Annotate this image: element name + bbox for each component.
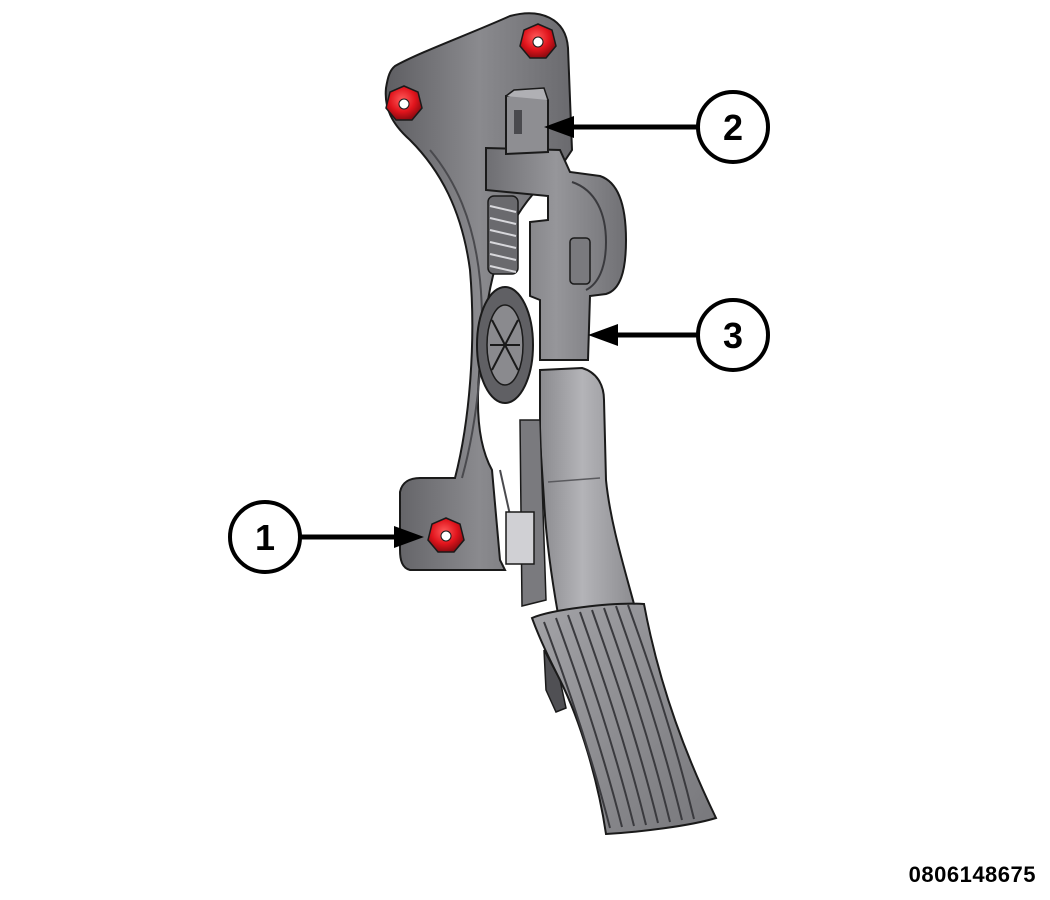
figure-number: 0806148675 [908, 862, 1036, 887]
callout-1-label: 1 [255, 517, 275, 558]
callout-1: 1 [228, 500, 424, 574]
callout-3-label: 3 [723, 315, 743, 356]
mounting-nut-upper-right [519, 23, 557, 59]
pivot-hub [476, 286, 534, 404]
pedal-pad [530, 602, 718, 836]
callout-2: 2 [544, 90, 770, 164]
callout-2-label: 2 [723, 107, 743, 148]
electrical-connector [505, 87, 549, 156]
callout-3: 3 [588, 298, 770, 372]
mounting-nut-upper-left [385, 85, 423, 121]
mounting-nut-lower [427, 517, 465, 553]
return-spring [487, 195, 519, 275]
pedal-arm [505, 366, 636, 616]
pedal-position-sensor-housing [485, 146, 628, 361]
